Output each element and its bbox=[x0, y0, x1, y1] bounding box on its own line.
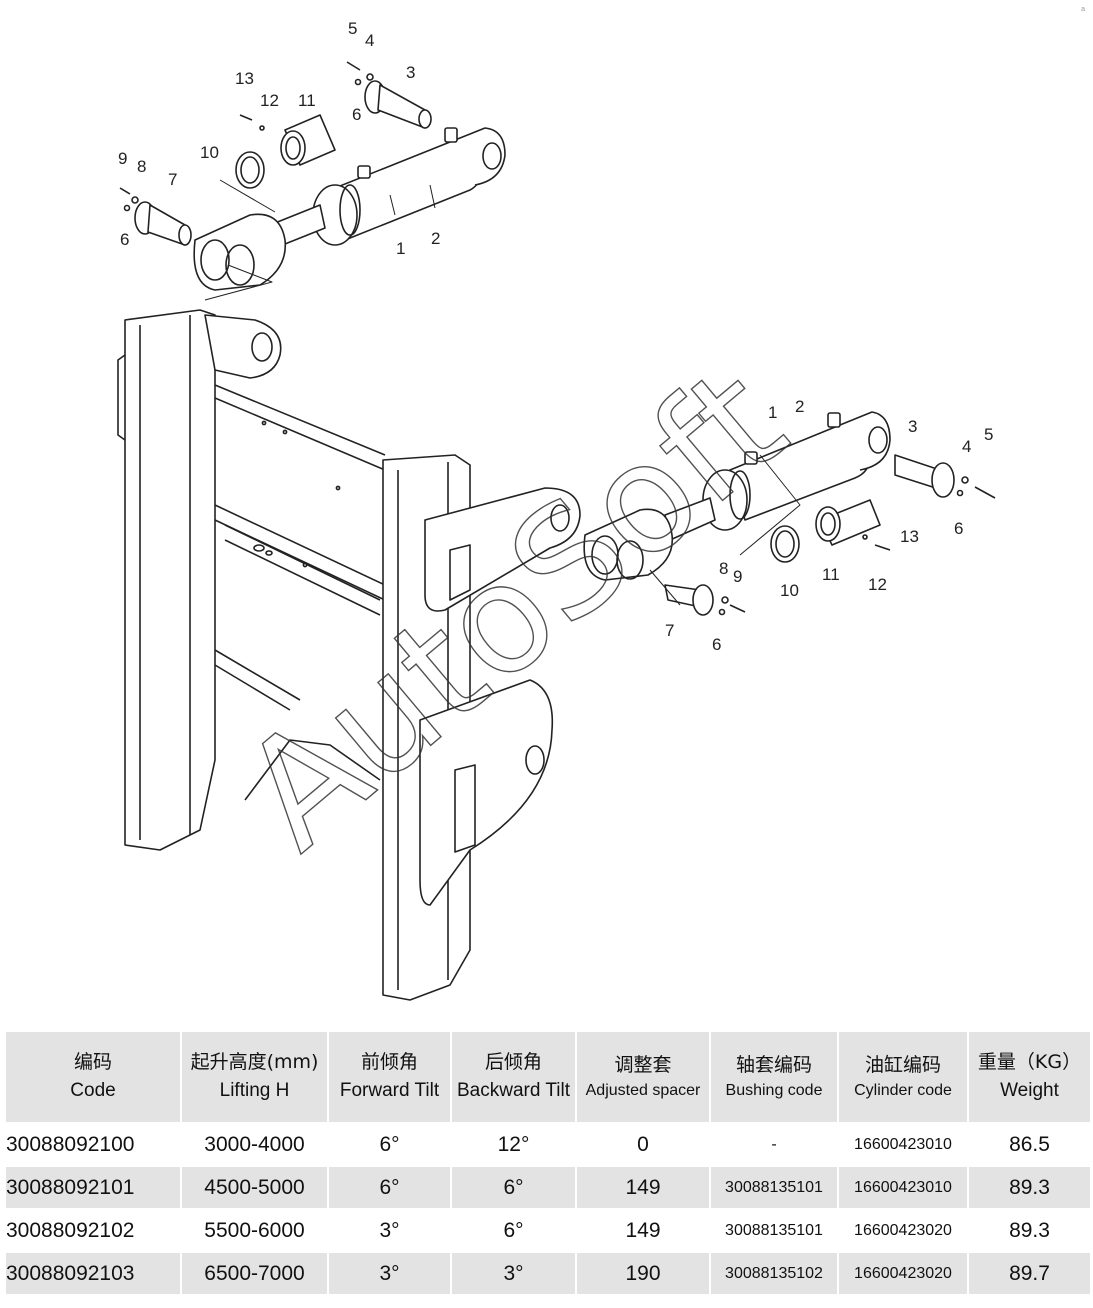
callout-10-upper: 10 bbox=[200, 143, 219, 162]
callout-labels-upper: 5 4 3 6 13 12 11 10 9 8 7 6 1 2 bbox=[118, 19, 440, 258]
cell-cylinder-code: 16600423010 bbox=[837, 1122, 969, 1167]
callout-4-lower: 4 bbox=[962, 437, 971, 456]
table-row: 30088092103 6500-7000 3° 3° 190 30088135… bbox=[4, 1251, 1092, 1296]
callout-8-upper: 8 bbox=[137, 157, 146, 176]
cell-weight: 86.5 bbox=[967, 1122, 1092, 1167]
callout-6b-upper: 6 bbox=[120, 230, 129, 249]
cell-bushing-code: 30088135102 bbox=[709, 1251, 839, 1296]
cell-lifting-height: 5500-6000 bbox=[180, 1208, 329, 1253]
lower-cylinder-assembly bbox=[583, 411, 996, 616]
exploded-parts-diagram: 5 4 3 6 13 12 11 10 9 8 7 6 1 2 1 2 3 4 … bbox=[117, 19, 996, 1001]
callout-2-lower: 2 bbox=[795, 397, 804, 416]
callout-4-upper: 4 bbox=[365, 31, 374, 50]
cell-bushing-code: 30088135101 bbox=[709, 1165, 839, 1210]
cell-bushing-code: - bbox=[709, 1122, 839, 1167]
cell-lifting-height: 4500-5000 bbox=[180, 1165, 329, 1210]
callout-1-upper: 1 bbox=[396, 239, 405, 258]
callout-11-upper: 11 bbox=[298, 91, 316, 110]
cell-code: 30088092100 bbox=[4, 1122, 182, 1167]
cell-code: 30088092101 bbox=[4, 1165, 182, 1210]
callout-9-upper: 9 bbox=[118, 149, 127, 168]
header-lifting-height: 起升高度(mm)Lifting H bbox=[180, 1030, 329, 1124]
mast-frame bbox=[117, 309, 581, 1001]
cell-forward-tilt: 3° bbox=[327, 1251, 452, 1296]
cell-forward-tilt: 6° bbox=[327, 1165, 452, 1210]
cell-adjusted-spacer: 0 bbox=[575, 1122, 711, 1167]
cell-backward-tilt: 6° bbox=[450, 1208, 577, 1253]
callout-labels-lower: 1 2 3 4 5 6 13 12 11 10 9 8 7 6 bbox=[665, 397, 993, 654]
cell-weight: 89.3 bbox=[967, 1208, 1092, 1253]
upper-cylinder-assembly bbox=[119, 61, 506, 301]
cell-lifting-height: 3000-4000 bbox=[180, 1122, 329, 1167]
callout-8-lower: 8 bbox=[719, 559, 728, 578]
callout-12-lower: 12 bbox=[868, 575, 887, 594]
cell-forward-tilt: 3° bbox=[327, 1208, 452, 1253]
cell-code: 30088092102 bbox=[4, 1208, 182, 1253]
callout-7-upper: 7 bbox=[168, 170, 177, 189]
cell-cylinder-code: 16600423010 bbox=[837, 1165, 969, 1210]
callout-5-lower: 5 bbox=[984, 425, 993, 444]
callout-3-lower: 3 bbox=[908, 417, 917, 436]
callout-13-upper: 13 bbox=[235, 69, 254, 88]
table-row: 30088092100 3000-4000 6° 12° 0 - 1660042… bbox=[4, 1122, 1092, 1167]
callout-6b-lower: 6 bbox=[712, 635, 721, 654]
cell-code: 30088092103 bbox=[4, 1251, 182, 1296]
callout-9-lower: 9 bbox=[733, 567, 742, 586]
cell-backward-tilt: 3° bbox=[450, 1251, 577, 1296]
cell-bushing-code: 30088135101 bbox=[709, 1208, 839, 1253]
cell-forward-tilt: 6° bbox=[327, 1122, 452, 1167]
table-row: 30088092102 5500-6000 3° 6° 149 30088135… bbox=[4, 1208, 1092, 1253]
corner-mark: a bbox=[1081, 6, 1085, 13]
callout-13-lower: 13 bbox=[900, 527, 919, 546]
callout-11-lower: 11 bbox=[822, 565, 840, 584]
header-weight: 重量（KG）Weight bbox=[967, 1030, 1092, 1124]
cell-weight: 89.3 bbox=[967, 1165, 1092, 1210]
callout-6-upper: 6 bbox=[352, 105, 361, 124]
cell-adjusted-spacer: 149 bbox=[575, 1165, 711, 1210]
callout-6-lower: 6 bbox=[954, 519, 963, 538]
callout-1-lower: 1 bbox=[768, 403, 777, 422]
callout-10-lower: 10 bbox=[780, 581, 799, 600]
cell-cylinder-code: 16600423020 bbox=[837, 1251, 969, 1296]
callout-2-upper: 2 bbox=[431, 229, 440, 248]
table-row: 30088092101 4500-5000 6° 6° 149 30088135… bbox=[4, 1165, 1092, 1210]
callout-7-lower: 7 bbox=[665, 621, 674, 640]
callout-3-upper: 3 bbox=[406, 63, 415, 82]
cell-backward-tilt: 6° bbox=[450, 1165, 577, 1210]
cell-adjusted-spacer: 149 bbox=[575, 1208, 711, 1253]
cell-cylinder-code: 16600423020 bbox=[837, 1208, 969, 1253]
cell-lifting-height: 6500-7000 bbox=[180, 1251, 329, 1296]
cell-backward-tilt: 12° bbox=[450, 1122, 577, 1167]
callout-5-upper: 5 bbox=[348, 19, 357, 38]
cell-adjusted-spacer: 190 bbox=[575, 1251, 711, 1296]
callout-12-upper: 12 bbox=[260, 91, 279, 110]
cell-weight: 89.7 bbox=[967, 1251, 1092, 1296]
